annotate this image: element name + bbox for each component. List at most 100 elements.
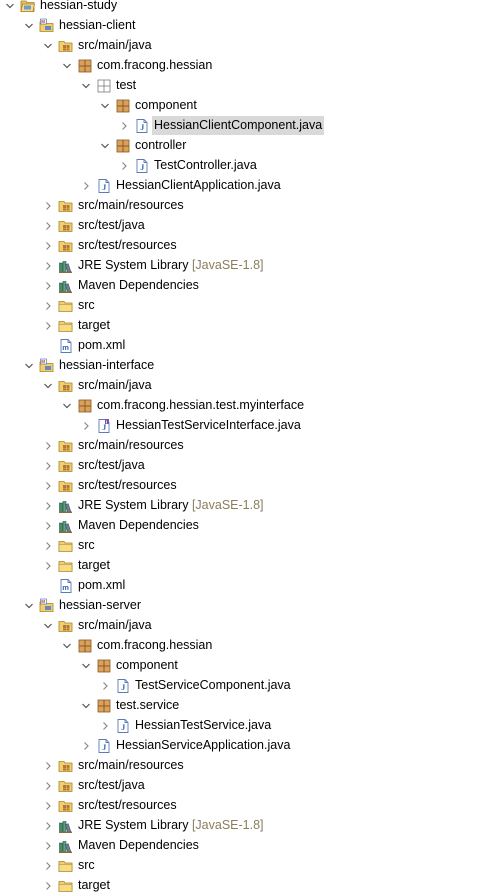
tree-item-src-test-resources[interactable]: src/test/resources [0,796,487,816]
chevron-down-icon[interactable] [99,96,111,116]
chevron-right-icon[interactable] [42,436,54,456]
tree-item-text: src/main/java [78,38,152,52]
chevron-right-icon[interactable] [99,716,111,736]
chevron-right-icon[interactable] [99,676,111,696]
tree-item-hessianserviceapplication-java[interactable]: J HessianServiceApplication.java [0,736,487,756]
chevron-right-icon[interactable] [42,316,54,336]
chevron-right-icon[interactable] [42,876,54,896]
chevron-right-icon[interactable] [42,816,54,836]
tree-item-controller[interactable]: controller [0,136,487,156]
chevron-down-icon[interactable] [80,76,92,96]
tree-item-label: HessianTestService.java [133,716,273,735]
library-icon [58,838,74,854]
tree-item-hessianclientcomponent-java[interactable]: J HessianClientComponent.java [0,116,487,136]
tree-item-maven-dependencies[interactable]: Maven Dependencies [0,836,487,856]
svg-text:J: J [121,723,125,732]
tree-item-src-main-resources[interactable]: src/main/resources [0,436,487,456]
chevron-down-icon[interactable] [42,616,54,636]
tree-item-src-main-java[interactable]: src/main/java [0,36,487,56]
tree-item-hessiantestserviceinterface-java[interactable]: J I HessianTestServiceInterface.java [0,416,487,436]
chevron-right-icon[interactable] [42,496,54,516]
tree-item-text: src/main/resources [78,438,184,452]
tree-item-src-test-java[interactable]: src/test/java [0,456,487,476]
tree-item-hessian-study[interactable]: hessian-study [0,0,487,16]
chevron-right-icon[interactable] [42,536,54,556]
tree-item-com-fracong-hessian[interactable]: com.fracong.hessian [0,56,487,76]
tree-item-src-test-resources[interactable]: src/test/resources [0,236,487,256]
tree-item-src-test-resources[interactable]: src/test/resources [0,476,487,496]
chevron-right-icon[interactable] [118,156,130,176]
chevron-right-icon[interactable] [80,736,92,756]
tree-item-target[interactable]: target [0,876,487,896]
tree-item-src-main-resources[interactable]: src/main/resources [0,196,487,216]
tree-item-src-main-resources[interactable]: src/main/resources [0,756,487,776]
tree-item-pom-xml[interactable]: m pom.xml [0,576,487,596]
tree-item-jre-system-library[interactable]: JRE System Library [JavaSE-1.8] [0,496,487,516]
tree-item-text: HessianServiceApplication.java [116,738,291,752]
tree-item-src-main-java[interactable]: src/main/java [0,376,487,396]
chevron-right-icon[interactable] [42,756,54,776]
chevron-right-icon[interactable] [42,236,54,256]
tree-item-pom-xml[interactable]: m pom.xml [0,336,487,356]
tree-item-maven-dependencies[interactable]: Maven Dependencies [0,276,487,296]
tree-item-hessian-interface[interactable]: M hessian-interface [0,356,487,376]
chevron-right-icon[interactable] [42,556,54,576]
chevron-down-icon[interactable] [99,136,111,156]
tree-item-component[interactable]: component [0,96,487,116]
tree-item-hessiantestservice-java[interactable]: J HessianTestService.java [0,716,487,736]
chevron-right-icon[interactable] [42,516,54,536]
chevron-down-icon[interactable] [23,16,35,36]
tree-item-maven-dependencies[interactable]: Maven Dependencies [0,516,487,536]
chevron-right-icon[interactable] [42,256,54,276]
chevron-right-icon[interactable] [42,456,54,476]
chevron-right-icon[interactable] [118,116,130,136]
chevron-down-icon[interactable] [42,376,54,396]
tree-item-label: Maven Dependencies [76,836,201,855]
tree-item-text: hessian-interface [59,358,155,372]
tree-item-testservicecomponent-java[interactable]: J TestServiceComponent.java [0,676,487,696]
tree-item-hessian-server[interactable]: M hessian-server [0,596,487,616]
tree-item-hessianclientapplication-java[interactable]: J HessianClientApplication.java [0,176,487,196]
tree-item-jre-system-library[interactable]: JRE System Library [JavaSE-1.8] [0,816,487,836]
chevron-right-icon[interactable] [42,476,54,496]
chevron-down-icon[interactable] [61,636,73,656]
chevron-right-icon[interactable] [42,276,54,296]
tree-item-src-test-java[interactable]: src/test/java [0,216,487,236]
chevron-down-icon[interactable] [4,0,16,16]
chevron-right-icon[interactable] [42,216,54,236]
chevron-right-icon[interactable] [42,796,54,816]
chevron-right-icon[interactable] [42,196,54,216]
tree-item-target[interactable]: target [0,316,487,336]
chevron-down-icon[interactable] [61,56,73,76]
tree-item-component[interactable]: component [0,656,487,676]
chevron-right-icon[interactable] [42,296,54,316]
chevron-down-icon[interactable] [80,656,92,676]
chevron-right-icon[interactable] [80,176,92,196]
tree-item-text: src/test/resources [78,238,177,252]
chevron-right-icon[interactable] [42,836,54,856]
chevron-right-icon[interactable] [42,776,54,796]
tree-item-hessian-client[interactable]: M hessian-client [0,16,487,36]
chevron-down-icon[interactable] [80,696,92,716]
tree-item-text: src/test/java [78,218,145,232]
chevron-right-icon[interactable] [80,416,92,436]
java-file-icon: J [115,718,131,734]
tree-item-src-main-java[interactable]: src/main/java [0,616,487,636]
tree-item-src[interactable]: src [0,296,487,316]
tree-item-testcontroller-java[interactable]: J TestController.java [0,156,487,176]
chevron-down-icon[interactable] [23,596,35,616]
tree-item-src[interactable]: src [0,856,487,876]
source-folder-icon [58,218,74,234]
tree-item-test[interactable]: test [0,76,487,96]
tree-item-com-fracong-hessian-test-myinterface[interactable]: com.fracong.hessian.test.myinterface [0,396,487,416]
chevron-down-icon[interactable] [61,396,73,416]
tree-item-src-test-java[interactable]: src/test/java [0,776,487,796]
tree-item-jre-system-library[interactable]: JRE System Library [JavaSE-1.8] [0,256,487,276]
chevron-right-icon[interactable] [42,856,54,876]
tree-item-com-fracong-hessian[interactable]: com.fracong.hessian [0,636,487,656]
tree-item-src[interactable]: src [0,536,487,556]
chevron-down-icon[interactable] [23,356,35,376]
chevron-down-icon[interactable] [42,36,54,56]
tree-item-target[interactable]: target [0,556,487,576]
tree-item-test-service[interactable]: test.service [0,696,487,716]
